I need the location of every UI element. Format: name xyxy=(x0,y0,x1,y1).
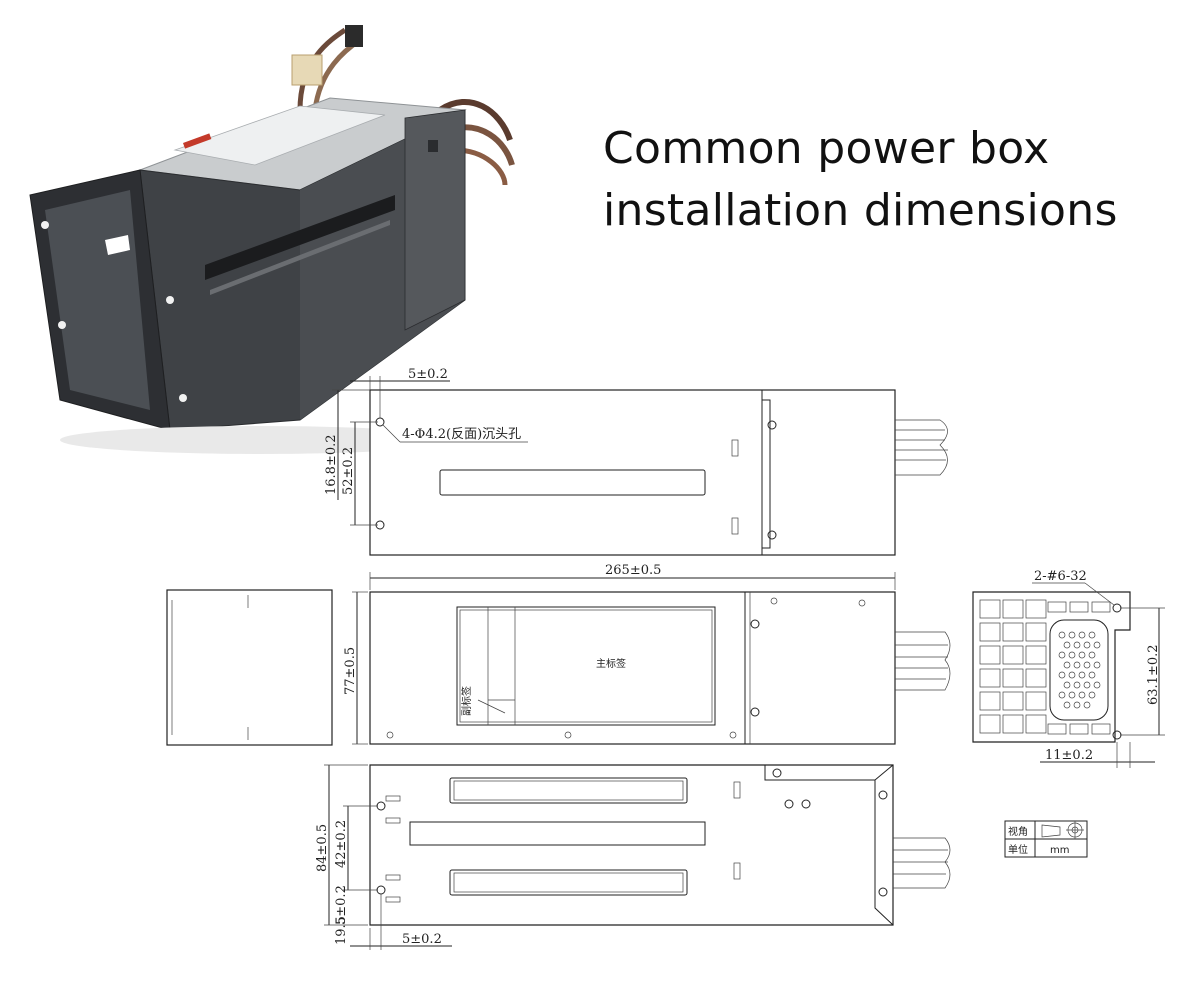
title-line-1: Common power box xyxy=(603,123,1050,174)
bottom-view: 84±0.5 42±0.2 5±0.2 19.5 5±0.2 xyxy=(315,764,951,950)
end-view: 2-#6-32 63.1±0.2 11±0.2 xyxy=(972,569,1165,768)
dim-bottom-c: 19.5 xyxy=(334,916,349,945)
dim-end-offset: 11±0.2 xyxy=(1045,748,1093,763)
dim-height: 77±0.5 xyxy=(343,647,358,695)
power-supply-photo xyxy=(29,25,515,454)
side-view-outline xyxy=(369,591,896,745)
end-screw-note: 2-#6-32 xyxy=(1034,569,1087,584)
main-label-area xyxy=(456,606,716,726)
page-title: Common power box installation dimensions xyxy=(603,118,1163,242)
top-view: 5±0.2 16.8±0.2 52±0.2 4-Φ4.2(反面)沉头孔 xyxy=(324,367,948,556)
legend-view-label: 视角 xyxy=(1008,825,1028,838)
dim-bottom-offset: 5±0.2 xyxy=(402,932,442,947)
top-view-outline xyxy=(369,389,896,556)
fan-grille xyxy=(1049,619,1109,721)
dim-length: 265±0.5 xyxy=(605,563,661,578)
dim-bottom-a: 42±0.2 xyxy=(334,820,349,868)
title-line-2: installation dimensions xyxy=(603,185,1118,236)
side-view: 主标签 副标签 265±0.5 77±0.5 xyxy=(166,563,951,746)
hole-note: 4-Φ4.2(反面)沉头孔 xyxy=(402,427,521,442)
dim-end-width: 63.1±0.2 xyxy=(1146,644,1161,705)
top-slot xyxy=(439,469,706,496)
projection-symbol-icon xyxy=(1041,821,1084,839)
dim-top-hole-a: 16.8±0.2 xyxy=(324,434,339,495)
dim-top-hole-b: 52±0.2 xyxy=(341,447,356,495)
main-label-text: 主标签 xyxy=(596,657,626,670)
dim-bottom-total: 84±0.5 xyxy=(315,824,330,872)
dim-bottom-b: 5±0.2 xyxy=(334,885,349,925)
sub-label-text: 副标签 xyxy=(460,686,473,716)
legend-box: 视角 单位 mm xyxy=(1004,820,1088,858)
end-view-outline xyxy=(972,591,1131,743)
open-end-view xyxy=(166,589,333,746)
legend-unit-label: 单位 xyxy=(1008,843,1028,856)
dim-top-offset: 5±0.2 xyxy=(408,367,448,382)
legend-unit-value: mm xyxy=(1050,845,1069,856)
